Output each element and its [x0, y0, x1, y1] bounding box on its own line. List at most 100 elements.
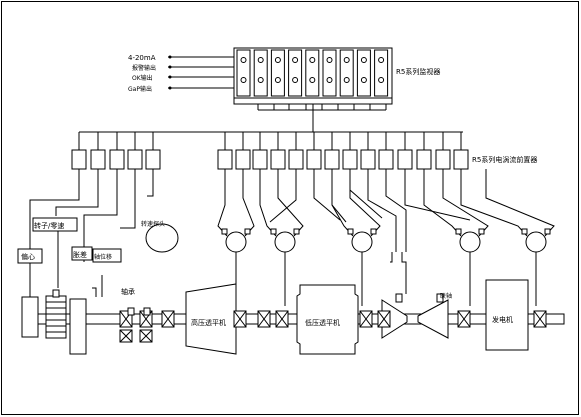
proximitor-box: [71, 149, 87, 170]
probe-lead: [349, 169, 383, 219]
signal-current: 4-20mA: [128, 54, 156, 62]
signal-gap: GaP输出: [128, 85, 152, 93]
proximitor-box: [270, 149, 286, 170]
probe-lead: [404, 169, 471, 221]
proximitor-box: [324, 149, 340, 170]
module-led: [326, 77, 333, 83]
probe-tip: [370, 228, 377, 235]
probe-tip: [455, 228, 462, 235]
proximitor-box: [288, 149, 304, 170]
probe-lead: [313, 169, 341, 221]
probe-tip: [521, 228, 528, 235]
bearing-cross: [359, 310, 373, 328]
module-led: [240, 57, 247, 63]
module-led: [292, 57, 299, 63]
bearing-cross: [233, 310, 247, 328]
module-led: [326, 57, 333, 63]
rack-module: [374, 49, 389, 97]
eccentric-label: 偏心: [21, 252, 35, 261]
speed-probe-circle: [145, 223, 179, 253]
bearing-cross: [257, 310, 271, 328]
module-led: [343, 57, 350, 63]
probe-lead: [277, 169, 304, 237]
rack-module: [288, 49, 303, 97]
probe-lead: [367, 169, 397, 252]
lp-turbine-label: 低压透平机: [305, 318, 340, 327]
proximitor-box: [109, 149, 125, 170]
clip: [143, 307, 151, 316]
vibration-probe-circle: [525, 231, 547, 253]
clip: [395, 293, 403, 303]
module-led: [274, 77, 281, 83]
proximitor-box: [306, 149, 322, 170]
bearing-oil-label: 轴承: [121, 287, 135, 296]
eccentric-box: [17, 248, 43, 264]
rack-module: [305, 49, 320, 97]
probe-lead: [331, 169, 347, 223]
speed-probe-label: 转速探头: [141, 220, 165, 228]
vibration-probe-circle: [274, 231, 296, 253]
axial-box: [92, 248, 122, 263]
monitor-rack-label: R5系列监视器: [396, 67, 440, 76]
probe-lead: [259, 169, 277, 237]
vibration-probe-circle: [351, 231, 373, 253]
probe-lead: [460, 169, 528, 237]
rack-module: [339, 49, 354, 97]
proximitor-box: [416, 149, 432, 170]
proximitor-box: [90, 149, 106, 170]
probe-tip: [544, 228, 551, 235]
monitor-rack: [233, 47, 393, 105]
rack-module: [236, 49, 251, 97]
rack-module: [253, 49, 268, 97]
probe-lead: [442, 169, 489, 237]
clip: [436, 293, 444, 303]
probe-lead: [217, 169, 228, 237]
proximitor-box: [360, 149, 376, 170]
bearing-cross: [457, 310, 471, 328]
probe-tip: [270, 228, 277, 235]
proximitor-box: [235, 149, 251, 170]
probe-lead: [385, 169, 407, 252]
rack-connectors: [257, 104, 387, 111]
signal-ok: OK输出: [132, 74, 153, 82]
generator-label: 发电机: [492, 315, 513, 324]
proximitor-box: [217, 149, 233, 170]
keyphasor-label: 转子/零速: [34, 221, 64, 230]
flange-hatch: [46, 301, 66, 333]
module-led: [309, 57, 316, 63]
proximitor-box: [435, 149, 451, 170]
rack-modules: [236, 49, 389, 97]
bearing-cross: [533, 310, 547, 328]
expansion-label: 胀差: [73, 250, 87, 259]
probe-tip: [347, 228, 354, 235]
bearing-cross: [139, 329, 153, 343]
coupling-label: 联轴: [440, 292, 452, 300]
sensor-label: R5系列电涡流前置器: [472, 155, 537, 164]
keyphasor-box: [32, 217, 78, 232]
module-led: [343, 77, 350, 83]
probe-lead: [485, 169, 555, 237]
shaft-train: [21, 279, 565, 355]
probe-tip: [293, 228, 300, 235]
clip: [52, 289, 60, 298]
proximitor-box: [378, 149, 394, 170]
proximitor-box: [453, 149, 469, 170]
module-led: [240, 77, 247, 83]
bearing-cross: [377, 310, 391, 328]
probe-tip: [478, 228, 485, 235]
proximitor-box: [252, 149, 268, 170]
proximitor-box: [397, 149, 413, 170]
bus-lines: [79, 104, 463, 133]
probe-lead: [269, 169, 297, 223]
axial-label: 轴位移: [94, 253, 112, 261]
module-led: [378, 77, 385, 83]
rack-module: [270, 49, 285, 97]
module-led: [292, 77, 299, 83]
module-led: [309, 77, 316, 83]
rack-module: [356, 49, 371, 97]
module-led: [274, 57, 281, 63]
signal-alarm: 报警输出: [132, 64, 156, 72]
bearing-cross: [275, 310, 289, 328]
